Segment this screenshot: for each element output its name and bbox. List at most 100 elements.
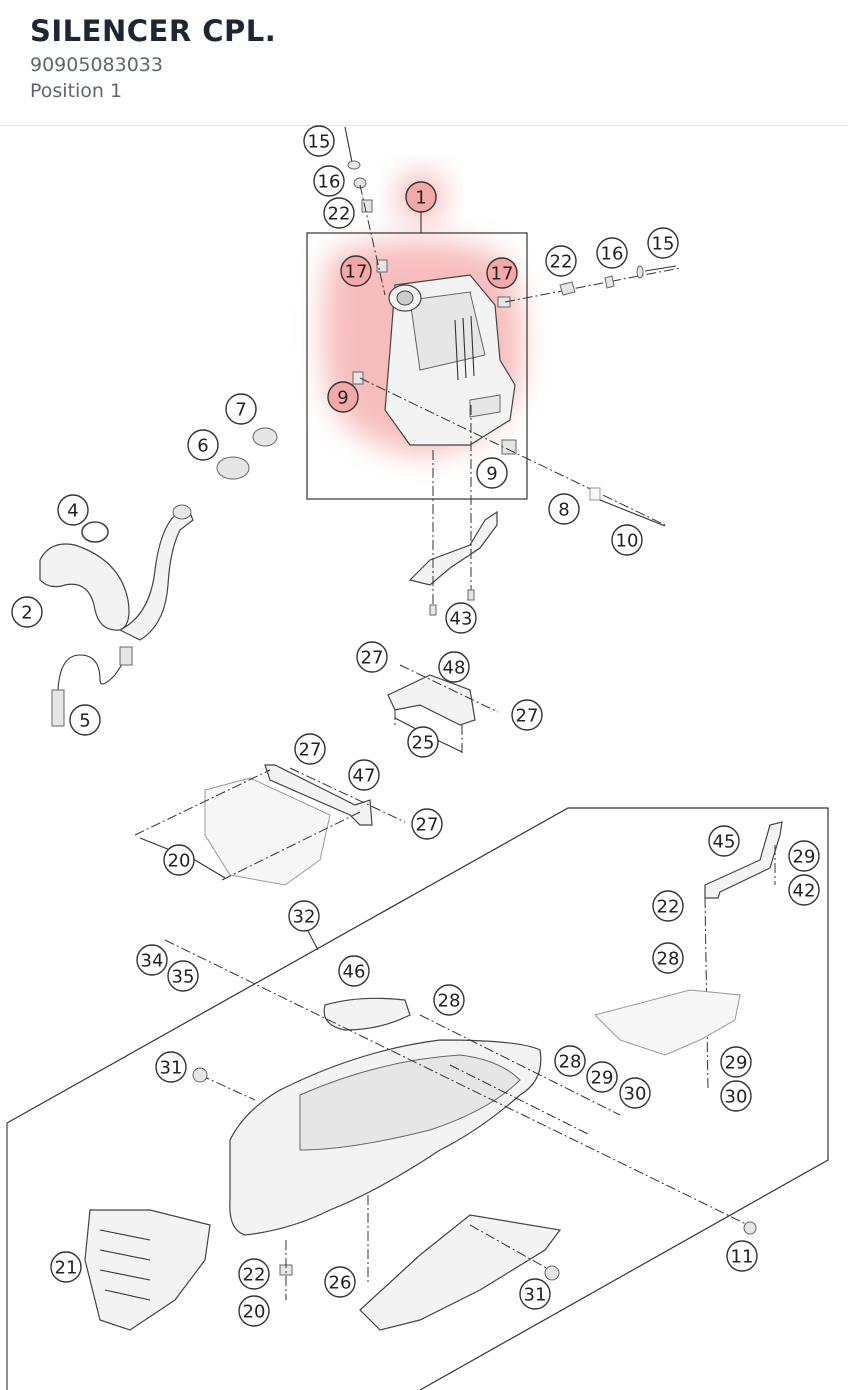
callout-27[interactable]: 27	[294, 733, 326, 765]
callout-30[interactable]: 30	[619, 1077, 651, 1109]
callout-circle	[327, 381, 359, 413]
callout-27[interactable]: 27	[356, 641, 388, 673]
callout-27[interactable]: 27	[411, 808, 443, 840]
callout-26[interactable]: 26	[324, 1266, 356, 1298]
callout-label: 21	[55, 1258, 78, 1279]
bracket-48	[387, 664, 499, 755]
callout-6[interactable]: 6	[187, 429, 219, 461]
callout-28[interactable]: 28	[554, 1045, 586, 1077]
callout-32[interactable]: 32	[288, 900, 320, 932]
silencer-body	[384, 274, 516, 446]
callout-circle	[647, 227, 679, 259]
lambda-sensor	[51, 646, 133, 727]
callout-circle	[548, 493, 580, 525]
callout-label: 29	[591, 1068, 614, 1089]
callout-circle	[545, 245, 577, 277]
callout-11[interactable]: 11	[726, 1240, 758, 1272]
callout-circle	[324, 1266, 356, 1298]
callout-47[interactable]: 47	[348, 759, 380, 791]
callout-circle	[11, 596, 43, 628]
callout-label: 34	[141, 951, 164, 972]
callout-label: 7	[235, 400, 246, 421]
callout-circle	[167, 960, 199, 992]
callout-20[interactable]: 20	[238, 1295, 270, 1327]
callout-label: 17	[491, 264, 514, 285]
callout-43[interactable]: 43	[445, 602, 477, 634]
callout-22[interactable]: 22	[238, 1258, 270, 1290]
callout-21[interactable]: 21	[50, 1251, 82, 1283]
heat-shield-right	[594, 989, 741, 1056]
callout-label: 15	[308, 132, 331, 153]
callout-label: 25	[412, 733, 435, 754]
callout-label: 26	[329, 1273, 352, 1294]
callout-48[interactable]: 48	[438, 651, 470, 683]
callout-17[interactable]: 17	[486, 257, 518, 289]
callout-label: 17	[345, 262, 368, 283]
callout-5[interactable]: 5	[69, 704, 101, 736]
callout-circle	[652, 890, 684, 922]
callout-28[interactable]: 28	[433, 984, 465, 1016]
callout-4[interactable]: 4	[57, 494, 89, 526]
callout-17[interactable]: 17	[340, 255, 372, 287]
callout-label: 1	[415, 188, 426, 209]
callout-circle	[303, 125, 335, 157]
header: SILENCER CPL. 90905083033 Position 1	[0, 0, 848, 126]
callout-35[interactable]: 35	[167, 960, 199, 992]
callout-46[interactable]: 46	[338, 955, 370, 987]
callout-label: 22	[657, 897, 680, 918]
callout-label: 48	[443, 658, 466, 679]
callout-label: 8	[558, 500, 569, 521]
callout-circle	[596, 237, 628, 269]
callout-circle	[136, 944, 168, 976]
callout-label: 15	[652, 234, 675, 255]
callout-label: 29	[725, 1053, 748, 1074]
callout-label: 31	[160, 1058, 183, 1079]
callout-28[interactable]: 28	[652, 942, 684, 974]
callout-label: 28	[438, 991, 461, 1012]
callout-20[interactable]: 20	[163, 844, 195, 876]
callout-16[interactable]: 16	[596, 237, 628, 269]
callout-34[interactable]: 34	[136, 944, 168, 976]
callout-29[interactable]: 29	[586, 1061, 618, 1093]
callout-25[interactable]: 25	[407, 726, 439, 758]
callout-29[interactable]: 29	[788, 840, 820, 872]
callout-label: 20	[168, 851, 191, 872]
callout-16[interactable]: 16	[313, 165, 345, 197]
callout-label: 11	[731, 1247, 754, 1268]
callout-label: 27	[416, 815, 439, 836]
header-pipe	[39, 427, 278, 641]
callout-label: 47	[353, 766, 376, 787]
callout-7[interactable]: 7	[225, 393, 257, 425]
callout-15[interactable]: 15	[647, 227, 679, 259]
callout-45[interactable]: 45	[708, 825, 740, 857]
callout-circle	[348, 759, 380, 791]
callout-circle	[411, 808, 443, 840]
position-label: Position 1	[30, 80, 123, 102]
callout-circle	[407, 726, 439, 758]
silencer-cover-32	[164, 939, 757, 1236]
callout-22[interactable]: 22	[323, 197, 355, 229]
callout-2[interactable]: 2	[11, 596, 43, 628]
callout-27[interactable]: 27	[511, 699, 543, 731]
callout-22[interactable]: 22	[545, 245, 577, 277]
callout-29[interactable]: 29	[720, 1046, 752, 1078]
callout-label: 5	[79, 711, 90, 732]
callout-label: 4	[67, 501, 78, 522]
callout-1[interactable]: 1	[405, 181, 437, 213]
callout-10[interactable]: 10	[611, 524, 643, 556]
callout-circle	[445, 602, 477, 634]
lower-assembly-frame	[6, 807, 829, 1390]
callout-30[interactable]: 30	[720, 1080, 752, 1112]
callout-42[interactable]: 42	[788, 874, 820, 906]
callout-31[interactable]: 31	[155, 1051, 187, 1083]
callout-31[interactable]: 31	[519, 1278, 551, 1310]
callout-circle	[238, 1295, 270, 1327]
callout-label: 31	[524, 1285, 547, 1306]
callout-22[interactable]: 22	[652, 890, 684, 922]
callout-9[interactable]: 9	[327, 381, 359, 413]
callout-8[interactable]: 8	[548, 493, 580, 525]
callout-circle	[788, 874, 820, 906]
callout-9[interactable]: 9	[476, 457, 508, 489]
callout-15[interactable]: 15	[303, 125, 335, 157]
